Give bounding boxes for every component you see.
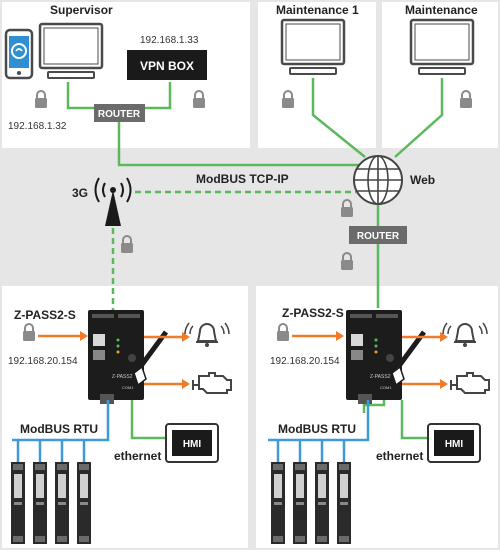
din-module-icon bbox=[271, 462, 285, 544]
din-module-icon bbox=[33, 462, 47, 544]
right-device-ip: 192.168.20.154 bbox=[270, 356, 340, 367]
cellular-label: 3G bbox=[72, 186, 88, 200]
left-device-port: COM1 bbox=[122, 385, 134, 390]
web-label: Web bbox=[410, 173, 435, 187]
right-device-label: Z-PASS2-S bbox=[282, 306, 344, 320]
supervisor-ip: 192.168.1.32 bbox=[8, 121, 67, 132]
supervisor-label: Supervisor bbox=[50, 3, 113, 17]
lock-icon bbox=[340, 252, 354, 271]
maintenance-2-label: Maintenance bbox=[405, 3, 478, 17]
right-device-port: COM1 bbox=[380, 385, 392, 390]
left-device-label: Z-PASS2-S bbox=[14, 308, 76, 322]
left-antenna-tip bbox=[133, 365, 147, 387]
din-module-icon bbox=[11, 462, 25, 544]
din-module-icon bbox=[77, 462, 91, 544]
right-zpass-device: Z-PASS2 COM1 bbox=[346, 310, 402, 404]
right-ethernet-label: ethernet bbox=[376, 449, 423, 463]
lock-icon bbox=[340, 199, 354, 218]
router-top bbox=[94, 104, 145, 122]
router-web bbox=[349, 226, 407, 244]
right-rtu-label: ModBUS RTU bbox=[278, 422, 356, 436]
left-antenna bbox=[135, 330, 169, 372]
vpn-box bbox=[127, 50, 207, 80]
din-module-icon bbox=[337, 462, 351, 544]
right-antenna bbox=[393, 330, 427, 372]
left-zpass-device: Z-PASS2 COM1 bbox=[88, 310, 144, 404]
left-device-brand: Z-PASS2 bbox=[112, 374, 133, 380]
lock-icon bbox=[120, 235, 134, 254]
antenna-icon bbox=[94, 177, 132, 226]
vpn-box-label: VPN BOX bbox=[140, 59, 194, 73]
din-module-icon bbox=[315, 462, 329, 544]
router-web-label: ROUTER bbox=[357, 231, 400, 242]
left-ethernet-label: ethernet bbox=[114, 449, 161, 463]
right-hmi-label: HMI bbox=[445, 439, 464, 450]
phone-icon bbox=[4, 28, 34, 80]
cellular-dashed-lines bbox=[111, 190, 356, 310]
modbus-tcp-label: ModBUS TCP-IP bbox=[196, 172, 289, 186]
left-device-ip: 192.168.20.154 bbox=[8, 356, 78, 367]
right-hmi: HMI bbox=[427, 423, 481, 463]
right-device-brand: Z-PASS2 bbox=[370, 374, 391, 380]
left-rtu-bus bbox=[12, 400, 110, 462]
vpn-ip: 192.168.1.33 bbox=[140, 35, 199, 46]
router-top-label: ROUTER bbox=[98, 109, 141, 120]
din-module-icon bbox=[293, 462, 307, 544]
din-module-icon bbox=[55, 462, 69, 544]
maintenance-1-label: Maintenance 1 bbox=[276, 3, 359, 17]
network-lines bbox=[66, 78, 444, 440]
left-hmi-label: HMI bbox=[183, 439, 202, 450]
right-rtu-bus bbox=[268, 400, 370, 462]
left-rtu-label: ModBUS RTU bbox=[20, 422, 98, 436]
globe-icon bbox=[353, 155, 403, 205]
right-antenna-tip bbox=[391, 365, 405, 387]
left-hmi: HMI bbox=[165, 423, 219, 463]
